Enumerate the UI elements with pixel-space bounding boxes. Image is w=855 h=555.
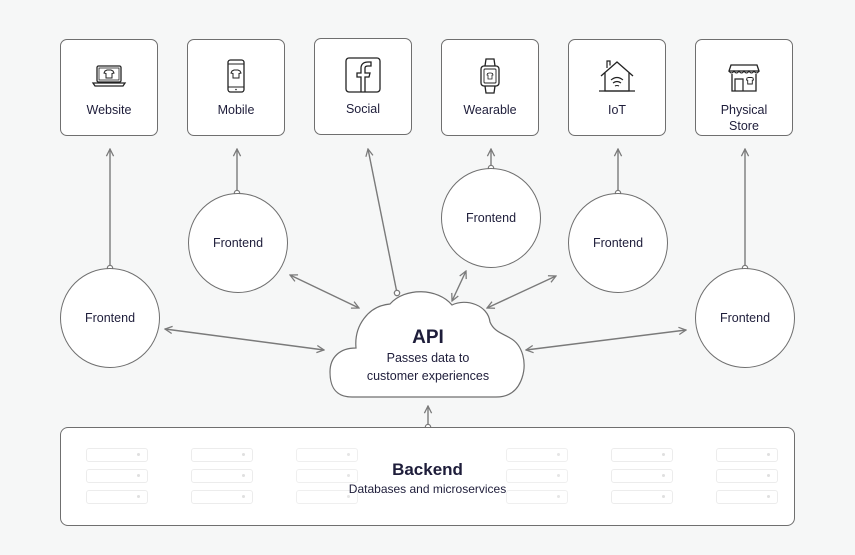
channel-label-line1: Physical <box>720 103 768 117</box>
channel-mobile: Mobile <box>187 39 285 136</box>
backend-subtitle: Databases and microservices <box>348 482 507 496</box>
link-api-frontend-mobile <box>290 275 359 308</box>
channel-iot: IoT <box>568 39 666 136</box>
server-rack-icon <box>296 448 358 511</box>
backend-panel: Backend Databases and microservices <box>60 427 795 526</box>
frontend-physical-store: Frontend <box>695 268 795 368</box>
channel-website: Website <box>60 39 158 136</box>
link-api-frontend-iot <box>487 276 556 308</box>
channel-wearable: Wearable <box>441 39 539 136</box>
frontend-iot: Frontend <box>568 193 668 293</box>
smart-home-wifi-icon <box>569 56 665 96</box>
frontend-label: Frontend <box>212 236 264 250</box>
channel-label: Physical Store <box>696 102 792 134</box>
phone-tshirt-icon <box>188 56 284 96</box>
laptop-tshirt-icon <box>61 56 157 96</box>
facebook-icon <box>315 55 411 95</box>
frontend-label: Frontend <box>719 311 771 325</box>
frontend-label: Frontend <box>84 311 136 325</box>
smartwatch-icon <box>442 56 538 96</box>
server-rack-icon <box>86 448 148 511</box>
link-api-to-social <box>368 149 398 294</box>
link-api-frontend-store <box>526 330 686 350</box>
channel-label: Social <box>345 102 381 116</box>
link-api-frontend-website <box>165 329 324 350</box>
link-api-frontend-wearable <box>452 271 466 301</box>
channel-label: Wearable <box>463 103 517 117</box>
channel-social: Social <box>314 38 412 135</box>
channel-label-line2: Store <box>729 119 759 133</box>
server-rack-icon <box>506 448 568 511</box>
link-anchor-dot <box>393 289 401 297</box>
frontend-wearable: Frontend <box>441 168 541 268</box>
server-rack-icon <box>611 448 673 511</box>
api-title: API <box>412 327 444 348</box>
channel-label: Mobile <box>217 103 255 117</box>
frontend-mobile: Frontend <box>188 193 288 293</box>
channel-label: Website <box>86 103 132 117</box>
frontend-label: Frontend <box>465 211 517 225</box>
frontend-website: Frontend <box>60 268 160 368</box>
backend-title: Backend <box>392 460 463 479</box>
api-cloud-shape <box>329 291 525 398</box>
api-subtitle-line1: Passes data to <box>386 351 470 365</box>
storefront-icon <box>696 56 792 96</box>
channel-physical-store: Physical Store <box>695 39 793 136</box>
server-rack-icon <box>191 448 253 511</box>
frontend-label: Frontend <box>592 236 644 250</box>
server-rack-icon <box>716 448 778 511</box>
api-subtitle-line2: customer experiences <box>366 369 490 383</box>
channel-label: IoT <box>607 103 627 117</box>
